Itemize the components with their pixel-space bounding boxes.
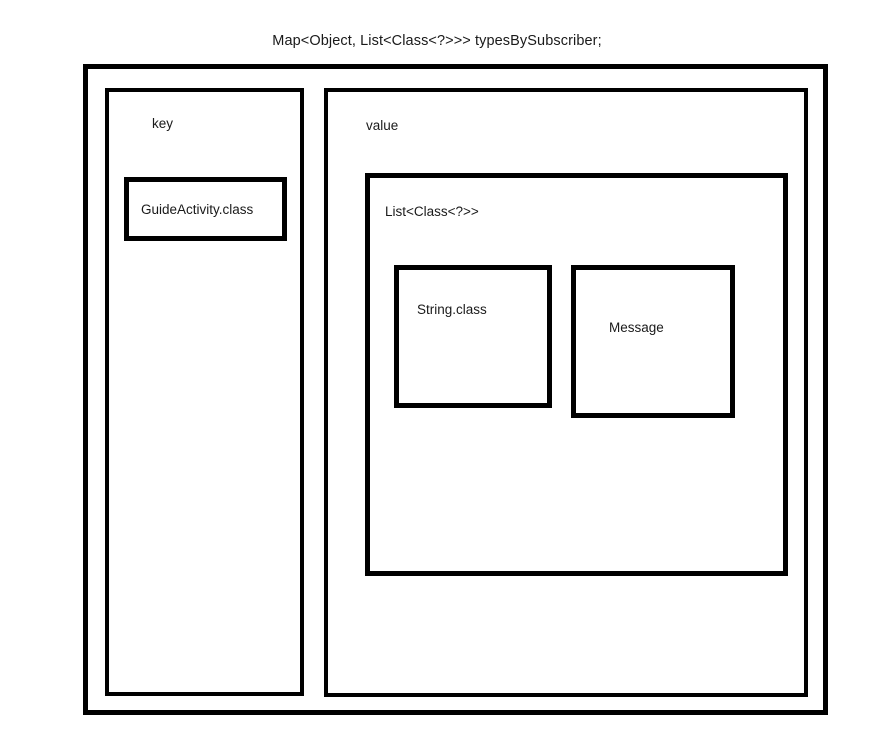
key-column-label: key [152,116,174,131]
list-item-label-message: Message [609,320,664,335]
key-entry-label: GuideActivity.class [141,202,254,217]
list-type-label: List<Class<?>> [385,204,479,219]
diagram-title: Map<Object, List<Class<?>>> typesBySubsc… [272,33,602,49]
key-entry-box [124,177,287,241]
value-column-label: value [366,118,399,133]
list-item-box-string [394,265,552,408]
list-item-box-message [571,265,735,418]
list-item-label-string: String.class [417,302,487,317]
